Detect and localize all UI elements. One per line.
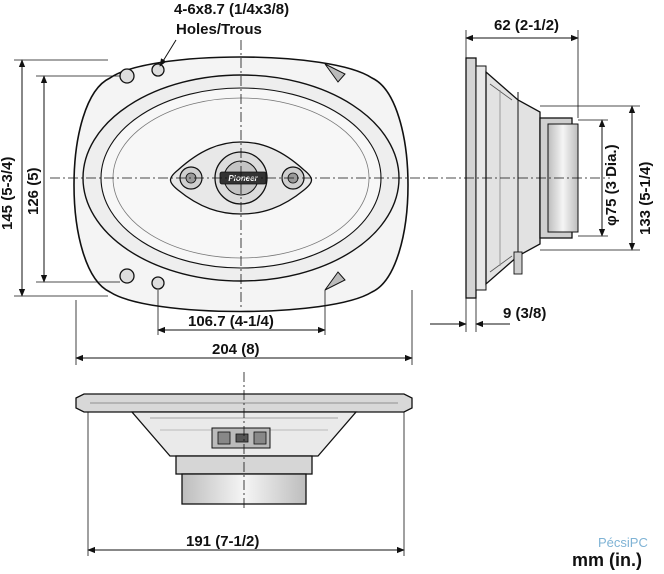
mount-hole-tl2 bbox=[151, 63, 165, 77]
width-outer-label: 204 (8) bbox=[212, 341, 260, 358]
height-outer-label: 145 (5-3/4) bbox=[0, 157, 16, 230]
bottom-view bbox=[75, 372, 413, 510]
depth-label: 62 (2-1/2) bbox=[494, 17, 559, 34]
side-height-label: 133 (5-1/4) bbox=[637, 162, 654, 235]
brand-logo: Pioneer bbox=[228, 174, 258, 183]
width-holes-label: 106.7 (4-1/4) bbox=[188, 313, 274, 330]
flange-label: 9 (3/8) bbox=[503, 305, 546, 322]
units-label: mm (in.) bbox=[572, 550, 642, 570]
bottom-width-label: 191 (7-1/2) bbox=[186, 533, 259, 550]
watermark: PécsiPC bbox=[598, 535, 648, 550]
front-view: Pioneer bbox=[50, 40, 430, 313]
height-inner-label: 126 (5) bbox=[25, 167, 42, 215]
front-dimensions: 4-6x8.7 (1/4x3/8) Holes/Trous 145 (5-3/4… bbox=[0, 1, 413, 365]
bottom-dimensions: 191 (7-1/2) bbox=[87, 412, 405, 556]
magnet-dia-label: φ75 (3 Dia.) bbox=[603, 144, 620, 226]
holes-spec-label: 4-6x8.7 (1/4x3/8) bbox=[174, 1, 289, 18]
mount-hole-tl bbox=[119, 68, 135, 84]
side-view bbox=[428, 57, 610, 299]
side-dimensions: 62 (2-1/2) φ75 (3 Dia.) 133 (5-1/4) 9 (3… bbox=[430, 17, 654, 332]
mount-hole-bl bbox=[119, 268, 135, 284]
mount-hole-bl2 bbox=[151, 276, 165, 290]
holes-word-label: Holes/Trous bbox=[176, 21, 262, 38]
